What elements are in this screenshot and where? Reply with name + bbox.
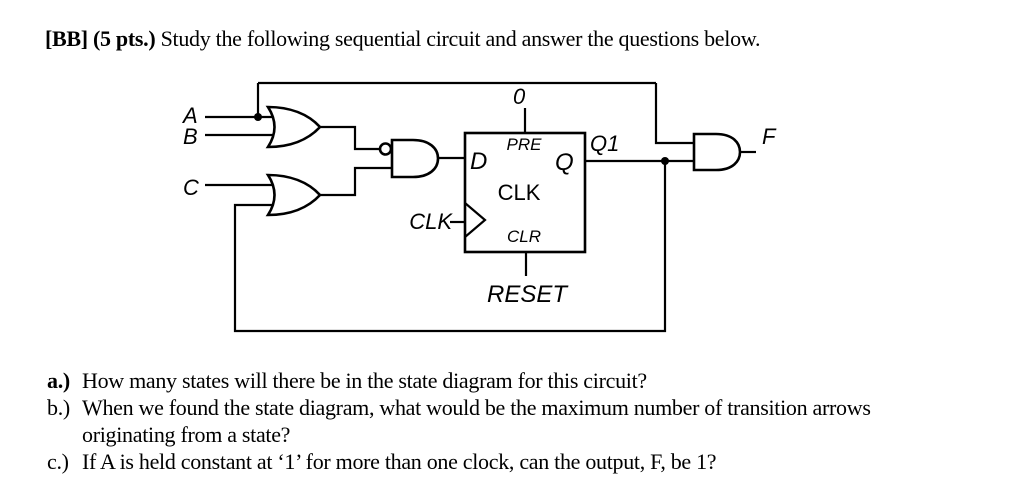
input-label-a: A xyxy=(181,103,198,128)
or-gate-c-feedback xyxy=(265,173,322,217)
output-f-label: F xyxy=(762,124,777,149)
question-a: a.) How many states will there be in the… xyxy=(47,367,871,394)
clock-edge-triangle-icon xyxy=(464,202,487,238)
question-c-line-1: If A is held constant at ‘1’ for more th… xyxy=(82,449,717,474)
preset-constant-label: 0 xyxy=(513,84,526,109)
question-b-line-1: When we found the state diagram, what wo… xyxy=(82,395,871,420)
wire-feedback-loop xyxy=(233,161,667,333)
wire-a-branch-drop xyxy=(654,83,694,145)
wire-or1-to-nand xyxy=(318,125,380,151)
question-b-line-2: originating from a state? xyxy=(82,422,291,447)
question-b: b.) When we found the state diagram, wha… xyxy=(47,394,871,448)
question-a-text: How many states will there be in the sta… xyxy=(82,367,647,394)
d-flipflop-box xyxy=(463,131,587,254)
or-gate-ab xyxy=(265,105,322,149)
input-label-b: B xyxy=(183,124,198,149)
q1-net-label: Q1 xyxy=(590,131,619,156)
wire-or2-to-nand xyxy=(318,166,392,197)
and-gate-d-input xyxy=(390,138,440,179)
question-c: c.) If A is held constant at ‘1’ for mor… xyxy=(47,448,871,475)
question-a-label: a.) xyxy=(47,368,70,393)
inverter-bubble-icon xyxy=(378,142,393,156)
ff-d-label: D xyxy=(470,148,487,175)
ff-pre-label: PRE xyxy=(507,135,543,154)
question-c-text: If A is held constant at ‘1’ for more th… xyxy=(82,448,717,475)
question-heading: [BB] (5 pts.) Study the following sequen… xyxy=(45,26,760,52)
question-c-label: c.) xyxy=(47,449,69,474)
reset-label: RESET xyxy=(487,281,569,308)
question-b-label: b.) xyxy=(47,395,70,420)
question-b-text: When we found the state diagram, what wo… xyxy=(82,394,871,448)
question-heading-points: [BB] (5 pts.) xyxy=(45,26,156,51)
input-label-c: C xyxy=(183,175,199,200)
junction-dot-a xyxy=(254,113,262,121)
question-list: a.) How many states will there be in the… xyxy=(47,367,871,475)
ff-clk-label: CLK xyxy=(498,180,541,205)
question-a-line-1: How many states will there be in the sta… xyxy=(82,368,647,393)
junction-dot-q xyxy=(661,157,669,165)
ff-q-label: Q xyxy=(555,149,574,176)
ff-clr-label: CLR xyxy=(507,227,541,246)
question-heading-text: Study the following sequential circuit a… xyxy=(155,26,761,51)
and-gate-output-f xyxy=(692,132,742,172)
clk-input-label: CLK xyxy=(409,209,453,234)
